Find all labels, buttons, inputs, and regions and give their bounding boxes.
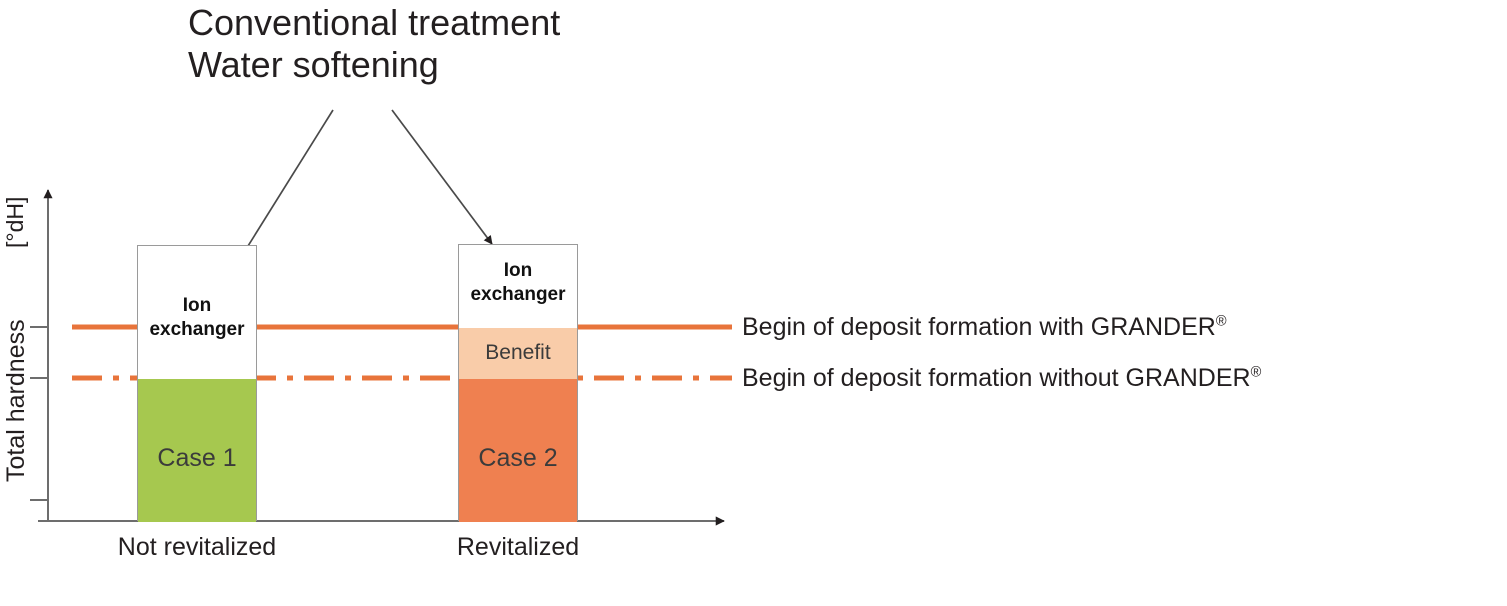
legend-entry-with-grander: Begin of deposit formation with GRANDER® [742, 313, 1227, 342]
bar-case-1-segment-ion-exchanger [138, 246, 256, 379]
x-tick-label-revitalized: Revitalized [456, 533, 580, 561]
bar-case-1-case-label: Case 1 [157, 444, 237, 472]
figure-title-line-2: Water softening [188, 43, 439, 85]
bar-case-2-benefit-label: Benefit [485, 341, 551, 364]
bar-case-2-segment-ion-exchanger [459, 245, 577, 328]
bar-case-2-segment-benefit [459, 328, 577, 379]
legend-entry-with-grander-registered-mark: ® [1215, 313, 1227, 330]
y-axis-unit-label: [°dH] [2, 196, 28, 248]
bar-case-1[interactable]: Ion exchanger Case 1 [137, 245, 257, 522]
callout-arrow-left [237, 109, 334, 263]
bar-case-2-ion-exchanger-label: Ion exchanger [459, 259, 577, 307]
figure-title: Conventional treatment Water softening [188, 2, 560, 86]
x-tick-label-not-revitalized: Not revitalized [117, 533, 277, 561]
bar-case-2[interactable]: Ion exchanger Benefit Case 2 [458, 244, 578, 522]
figure-title-line-1: Conventional treatment [188, 2, 561, 43]
bar-case-1-ion-exchanger-label-line-1: Ion [182, 295, 212, 316]
bar-case-1-ion-exchanger-label-line-2: exchanger [149, 318, 245, 340]
callout-arrow-right [391, 109, 493, 245]
bar-case-1-segment-case [138, 379, 256, 522]
bar-case-2-case-label: Case 2 [478, 444, 558, 472]
bar-case-2-ion-exchanger-label-line-1: Ion [503, 260, 533, 281]
legend-entry-without-grander-registered-mark: ® [1250, 364, 1262, 381]
bar-case-1-ion-exchanger-label: Ion exchanger [138, 294, 256, 342]
legend-entry-without-grander-text: Begin of deposit formation without GRAND… [742, 364, 1251, 392]
bar-case-2-ion-exchanger-label-line-2: exchanger [470, 283, 566, 305]
legend-entry-without-grander: Begin of deposit formation without GRAND… [742, 364, 1261, 393]
bar-case-2-segment-case [459, 379, 577, 522]
y-axis-title: Total hardness [2, 319, 30, 482]
legend-entry-with-grander-text: Begin of deposit formation with GRANDER [742, 313, 1216, 341]
